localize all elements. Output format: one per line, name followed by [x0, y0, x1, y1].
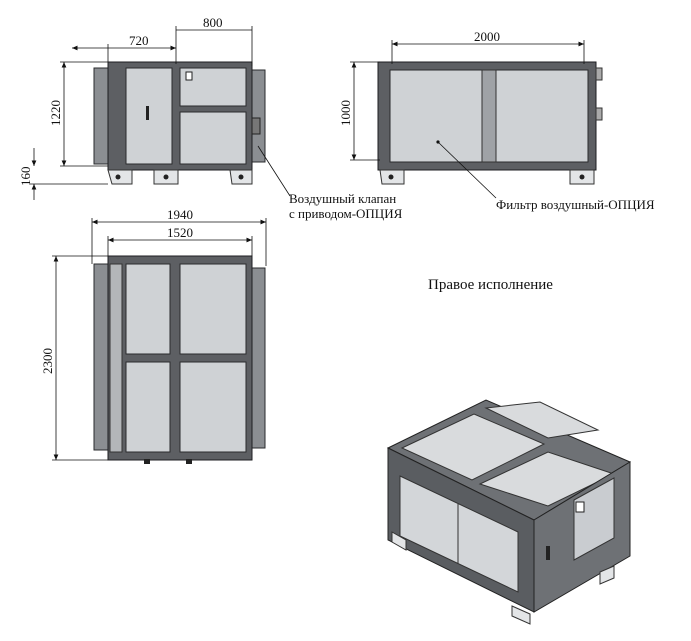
front-lower-panel: [179, 111, 247, 165]
damper-label-line2: с приводом-ОПЦИЯ: [289, 206, 403, 221]
iso-lock-icon: [546, 546, 550, 560]
iso-front-glass: [399, 475, 519, 593]
dim-1220-text: 1220: [48, 100, 63, 126]
top-dimensions: 2000 1000 Фильтр воздушный-ОПЦИЯ: [338, 29, 655, 212]
plan-view: [93, 255, 266, 464]
damper-label-line1: Воздушный клапан: [289, 191, 396, 206]
plan-panel-2: [179, 263, 247, 355]
dim-1520-text: 1520: [167, 225, 193, 240]
plan-panel-1: [125, 263, 171, 355]
plan-panel-4: [179, 361, 247, 453]
top-left-panel: [389, 69, 483, 163]
front-view: [93, 61, 266, 185]
damper-actuator-icon: [251, 117, 261, 135]
iso-handle-icon: [575, 501, 585, 513]
iso-top-panel-1: [400, 413, 546, 481]
plan-panel-3: [125, 361, 171, 453]
front-dimensions: 800 720 1220 160 Воздушный клапан с прив…: [18, 15, 403, 221]
iso-side-panel: [573, 477, 615, 561]
dim-800-text: 800: [203, 15, 223, 30]
filter-leader: [437, 141, 497, 199]
isometric-view: [386, 399, 632, 625]
dim-2000-text: 2000: [474, 29, 500, 44]
dim-1940-text: 1940: [167, 207, 193, 222]
front-lock-icon: [146, 106, 149, 120]
right-version-label: Правое исполнение: [428, 277, 553, 293]
damper-leader: [257, 145, 291, 197]
dim-2300-text: 2300: [40, 348, 55, 374]
filter-label: Фильтр воздушный-ОПЦИЯ: [496, 197, 655, 212]
top-view: [377, 61, 603, 185]
dim-1000-text: 1000: [338, 100, 353, 126]
dim-160-text: 160: [18, 167, 33, 187]
top-right-panel: [495, 69, 589, 163]
dim-720-text: 720: [129, 33, 149, 48]
iso-top-panel-2: [484, 401, 600, 439]
plan-dimensions: 1940 1520 2300: [40, 207, 267, 461]
front-handle-icon: [185, 71, 193, 81]
